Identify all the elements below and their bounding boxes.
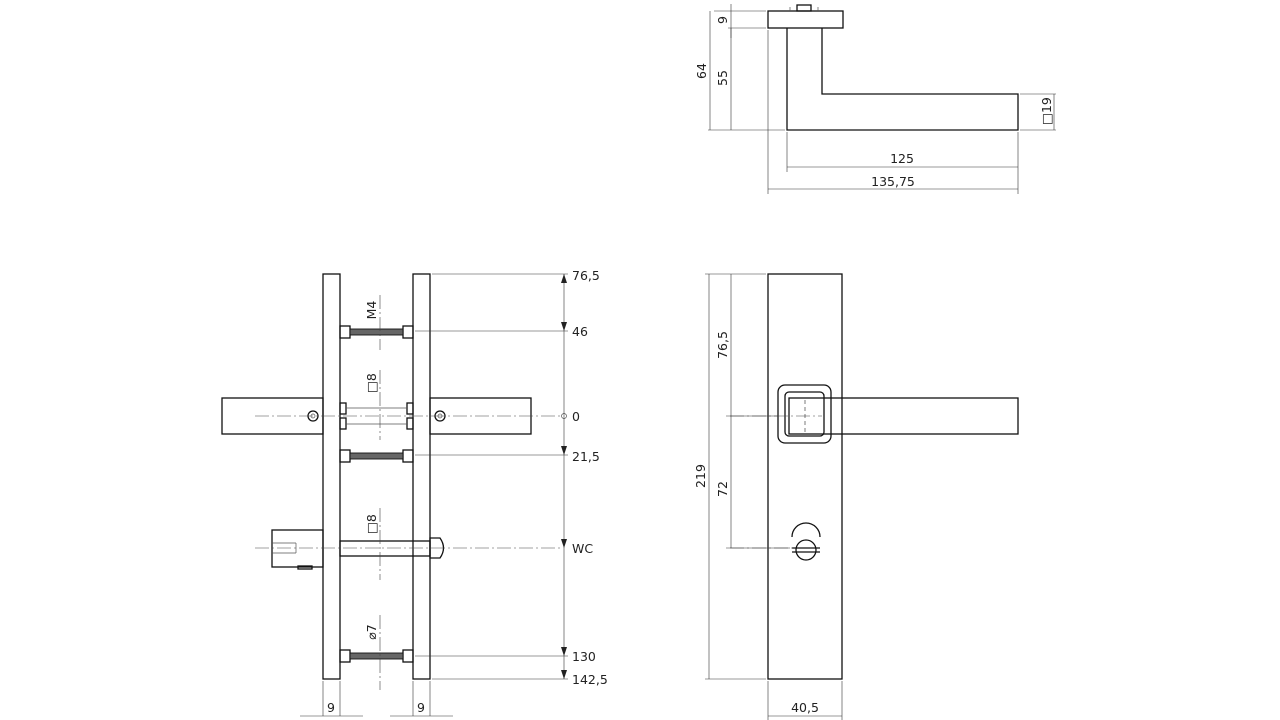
rose-cap xyxy=(767,10,844,29)
lever-neck-outer xyxy=(777,384,832,444)
dim-72-label: 72 xyxy=(715,481,730,497)
bolt-bottom xyxy=(339,649,414,663)
dim-76-5-label: 76,5 xyxy=(715,331,730,359)
dim-19-label: □19 xyxy=(1039,97,1054,125)
dim-64-label: 64 xyxy=(694,63,709,79)
wc-thumbturn-knob-icon xyxy=(429,537,445,559)
front-backplate xyxy=(767,273,843,680)
spindle-8-lower-label: □8 xyxy=(364,514,379,534)
plate-thickness-right-label: 9 xyxy=(417,700,425,715)
level-142-5-label: 142,5 xyxy=(572,672,608,687)
dia-7-label: ⌀7 xyxy=(364,624,379,639)
wc-spindle xyxy=(271,529,445,570)
level-0-label: 0 xyxy=(572,409,580,424)
level-46-label: 46 xyxy=(572,324,588,339)
rose-nub xyxy=(796,4,812,12)
level-130-label: 130 xyxy=(572,649,596,664)
dim-55-label: 55 xyxy=(715,70,730,86)
level-21-5-label: 21,5 xyxy=(572,449,600,464)
spindle-8-upper-label: □8 xyxy=(364,373,379,393)
top-view: 64 9 55 □19 125 135,75 xyxy=(694,4,1056,194)
dim-9-label: 9 xyxy=(715,16,730,24)
level-76-5-label: 76,5 xyxy=(572,268,600,283)
dim-219-label: 219 xyxy=(693,464,708,488)
level-wc-label: WC xyxy=(572,541,593,556)
wc-indicator-body xyxy=(271,529,324,568)
dim-135-75-label: 135,75 xyxy=(871,174,915,189)
dim-40-5-label: 40,5 xyxy=(791,700,819,715)
side-view: 76,5 46 0 21,5 WC 130 142,5 M4 □8 □8 ⌀7 … xyxy=(221,268,608,717)
left-backplate xyxy=(322,273,341,680)
wc-thumbturn-icon xyxy=(795,539,817,561)
dim-125-label: 125 xyxy=(890,151,914,166)
wc-spindle-bar xyxy=(339,540,431,557)
front-view: 219 76,5 72 40,5 xyxy=(693,273,1019,720)
front-lever-arm xyxy=(788,397,1019,435)
plate-thickness-left-label: 9 xyxy=(327,700,335,715)
right-backplate xyxy=(412,273,431,680)
bolt-m4-upper xyxy=(339,325,414,339)
bolt-lower-spindle xyxy=(339,449,414,463)
thread-m4-label: M4 xyxy=(364,301,379,320)
lever-neck-inner xyxy=(784,391,825,437)
lever-top-outline xyxy=(786,28,1019,131)
wc-indicator-arc-icon xyxy=(791,522,821,538)
